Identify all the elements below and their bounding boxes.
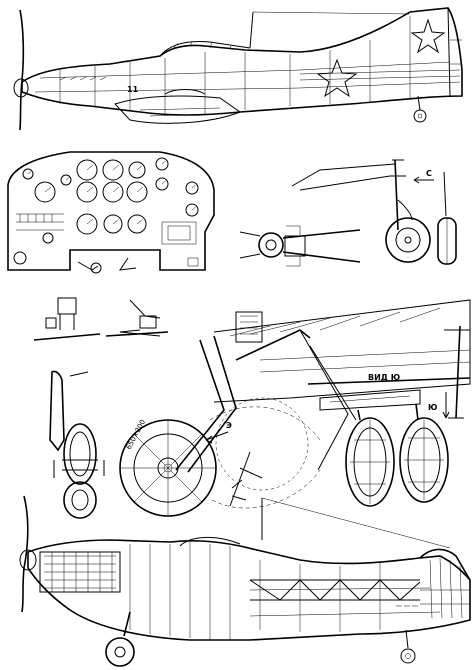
gauge-needle (86, 218, 94, 225)
tire-marking: 650×200 (125, 418, 147, 451)
gauge-dial (22, 168, 34, 180)
gauge-needle (112, 164, 120, 171)
main-gear-large: 650×200 Э (119, 299, 471, 517)
gauge-dial (60, 174, 72, 186)
gauge-dial (102, 181, 124, 203)
gauge-needle (44, 186, 52, 193)
gauge-dial (102, 159, 124, 181)
gauge-needle (86, 186, 94, 193)
oleo-strut-details (33, 297, 169, 341)
gauge-dial (76, 181, 98, 203)
gauge-dial (76, 213, 98, 235)
arrow-label-e: Э (226, 421, 232, 430)
gauge-needle (191, 184, 196, 189)
gauge-dial (76, 159, 98, 181)
star-insignia-fuselage (316, 58, 358, 98)
gauge-needle (161, 180, 166, 185)
cutaway-aircraft (19, 495, 471, 667)
view-label-yu: ВИД Ю (368, 373, 400, 382)
unit-number: 11 (127, 85, 139, 94)
arrow-label-yu: Ю (428, 403, 437, 412)
gauge-needle (136, 186, 144, 193)
view-label-c: C (426, 169, 432, 178)
strut-assembly-left (49, 370, 105, 519)
gauge-needle (112, 219, 119, 225)
gauge-dial (155, 157, 169, 171)
main-gear-side-small: C (291, 159, 457, 265)
gauge-dial (185, 203, 199, 217)
gauge-dial (155, 177, 169, 191)
tail-wheel (413, 95, 427, 123)
gauge-needle (86, 164, 94, 171)
gauge-needle (27, 171, 32, 175)
exhaust-stacks (59, 76, 107, 81)
gauge-needle (65, 177, 70, 181)
gauge-needle (136, 219, 143, 225)
gauge-needle (136, 165, 142, 171)
gauge-dial (34, 181, 56, 203)
gauge-dial (103, 214, 123, 234)
gauge-needle (161, 160, 166, 165)
gauge-dial (185, 181, 199, 195)
gauge-dial (127, 214, 147, 234)
gauge-dial (128, 161, 146, 179)
retraction-bracket (239, 225, 361, 267)
view-yu: ВИД Ю Ю (307, 325, 471, 507)
star-insignia-fin (410, 18, 446, 54)
side-view-aircraft: 11 (13, 7, 463, 131)
instrument-panel (7, 151, 215, 274)
gauge-needle (191, 206, 196, 211)
gauge-needle (112, 186, 120, 193)
gauge-dial (126, 181, 148, 203)
propeller-top (13, 9, 29, 131)
